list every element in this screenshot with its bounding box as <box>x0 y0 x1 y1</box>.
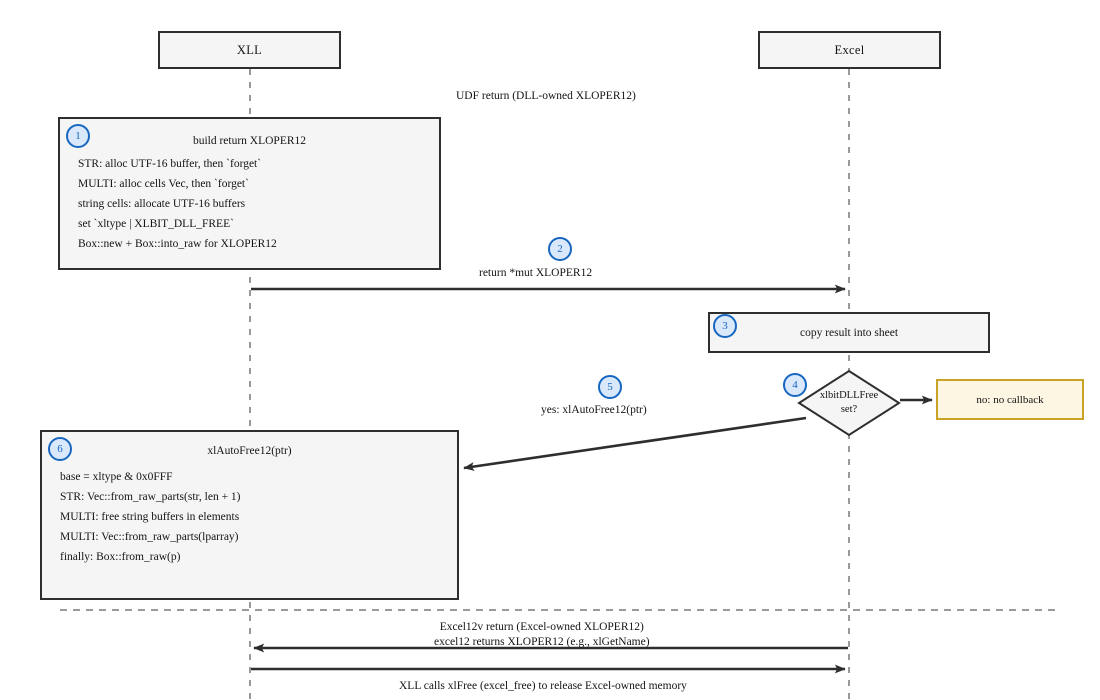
box-autofree-line-3: MULTI: free string buffers in elements <box>60 511 240 523</box>
step-badge-5-label: 5 <box>607 381 613 393</box>
message-label-yes-xlautofree12: yes: xlAutoFree12(ptr) <box>541 404 647 416</box>
step-badge-4-label: 4 <box>792 379 798 391</box>
box-build-line-5: Box::new + Box::into_raw for XLOPER12 <box>78 238 277 250</box>
box-build-title: build return XLOPER12 <box>192 135 307 147</box>
decision-label-line-2: set? <box>840 404 858 415</box>
message-label-xlfree: XLL calls xlFree (excel_free) to release… <box>399 680 687 692</box>
decision-label-line-1: xlbitDLLFree <box>819 390 879 401</box>
message-label-return-ptr: return *mut XLOPER12 <box>479 267 593 279</box>
box-build-line-3: string cells: allocate UTF-16 buffers <box>78 198 246 210</box>
message-label-excel12v-line-1: Excel12v return (Excel-owned XLOPER12) <box>439 621 644 633</box>
participant-excel-label: Excel <box>834 42 865 57</box>
box-autofree-line-1: base = xltype & 0x0FFF <box>60 471 173 483</box>
activity-box-xlautofree12[interactable]: xlAutoFree12(ptr) base = xltype & 0x0FFF… <box>40 430 459 600</box>
box-copy-title: copy result into sheet <box>799 327 899 339</box>
step-badge-4[interactable]: 4 <box>783 373 807 397</box>
box-autofree-line-4: MULTI: Vec::from_raw_parts(lparray) <box>60 531 239 543</box>
participant-excel[interactable]: Excel <box>758 31 941 69</box>
box-build-line-1: STR: alloc UTF-16 buffer, then `forget` <box>78 158 262 170</box>
box-build-line-2: MULTI: alloc cells Vec, then `forget` <box>78 178 249 190</box>
note-no-callback[interactable]: no: no callback <box>936 379 1084 420</box>
step-badge-1[interactable]: 1 <box>66 124 90 148</box>
participant-xll-label: XLL <box>236 42 263 57</box>
message-label-excel12v-return: Excel12v return (Excel-owned XLOPER12) e… <box>434 620 650 650</box>
activity-box-copy-result[interactable]: copy result into sheet <box>708 312 990 353</box>
arrow-yes-xlautofree12 <box>463 416 807 471</box>
step-badge-2[interactable]: 2 <box>548 237 572 261</box>
step-badge-5[interactable]: 5 <box>598 375 622 399</box>
box-build-line-4: set `xltype | XLBIT_DLL_FREE` <box>78 218 234 230</box>
note-no-callback-label: no: no callback <box>976 393 1044 406</box>
box-build-lines: STR: alloc UTF-16 buffer, then `forget` … <box>78 154 429 254</box>
box-autofree-lines: base = xltype & 0x0FFF STR: Vec::from_ra… <box>60 467 447 567</box>
step-badge-3-label: 3 <box>722 320 728 332</box>
box-autofree-line-2: STR: Vec::from_raw_parts(str, len + 1) <box>60 491 241 503</box>
decision-label: xlbitDLLFree set? <box>799 371 899 435</box>
message-label-excel12v-line-2: excel12 returns XLOPER12 (e.g., xlGetNam… <box>434 636 650 648</box>
step-badge-3[interactable]: 3 <box>713 314 737 338</box>
box-autofree-title: xlAutoFree12(ptr) <box>207 445 292 457</box>
participant-xll[interactable]: XLL <box>158 31 341 69</box>
step-badge-6-label: 6 <box>57 443 63 455</box>
decision-xlbitdllfree[interactable]: xlbitDLLFree set? <box>799 371 899 435</box>
step-badge-1-label: 1 <box>75 130 81 142</box>
message-label-udf-return: UDF return (DLL-owned XLOPER12) <box>456 90 636 102</box>
step-badge-6[interactable]: 6 <box>48 437 72 461</box>
box-autofree-line-5: finally: Box::from_raw(p) <box>60 551 181 563</box>
activity-box-build-return[interactable]: build return XLOPER12 STR: alloc UTF-16 … <box>58 117 441 270</box>
step-badge-2-label: 2 <box>557 243 563 255</box>
